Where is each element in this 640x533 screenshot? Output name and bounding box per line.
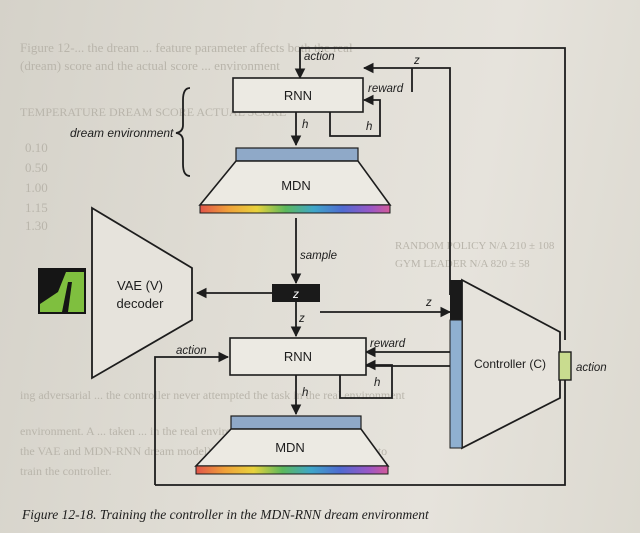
bg-row4: 1.15 <box>25 200 48 215</box>
bg-table-header: TEMPERATURE DREAM SCORE ACTUAL SCORE <box>20 105 287 119</box>
vae-label: VAE (V) <box>117 278 163 293</box>
connector-action-top <box>294 47 566 340</box>
action-output-box <box>558 351 572 381</box>
bg-row1: 0.10 <box>25 140 48 155</box>
mdn-top-block <box>198 147 392 214</box>
connector-action-left <box>154 351 230 485</box>
dream-env-brace <box>175 87 191 177</box>
bg-row3: 1.00 <box>25 180 48 195</box>
controller-block <box>449 278 561 450</box>
mdn-bottom-block <box>194 415 390 475</box>
rnn-bottom-box <box>229 337 367 376</box>
controller-label: Controller (C) <box>474 357 546 371</box>
bg-para: ing adversarial ... the controller never… <box>20 388 405 402</box>
mdn-bottom-label: MDN <box>275 440 305 455</box>
z-lower-label: z <box>298 313 305 325</box>
rnn-top-label: RNN <box>284 88 312 103</box>
bg-text-line1: Figure 12-... the dream ... feature para… <box>20 40 353 55</box>
mdn-top-label: MDN <box>281 178 311 193</box>
connector-bottom-loop <box>155 380 566 486</box>
sample-label: sample <box>300 250 337 262</box>
rnn-bottom-label: RNN <box>284 349 312 364</box>
vae-sub-label: decoder <box>117 296 165 311</box>
connector-h-top-right <box>329 94 381 137</box>
bg-row2: 0.50 <box>25 160 48 175</box>
h-top-left-label: h <box>302 119 308 131</box>
rnn-top-box <box>232 77 364 113</box>
bg-para4: train the controller. <box>20 464 112 478</box>
reward-bottom-label: reward <box>370 338 406 350</box>
figure-caption: Figure 12-18. Training the controller in… <box>22 507 429 522</box>
bg-row5: 1.30 <box>25 218 48 233</box>
connector-z-top <box>362 62 451 295</box>
h-top-right-label: h <box>366 121 372 133</box>
h-bottom-right-label: h <box>374 377 380 389</box>
action-top-label: action <box>304 51 335 63</box>
z-box-label: z <box>292 287 299 301</box>
action-left-label: action <box>176 345 207 357</box>
bg-gym: GYM LEADER N/A 820 ± 58 <box>395 258 530 270</box>
h-bottom-left-label: h <box>302 387 308 399</box>
z-mid-label: z <box>425 297 432 309</box>
vae-decoder-shape <box>91 206 193 380</box>
z-sample-box <box>272 284 320 302</box>
dream-environment-label: dream environment <box>70 126 174 140</box>
connector-h-bottom-right <box>339 359 393 399</box>
action-right-label: action <box>576 362 607 374</box>
bg-random: RANDOM POLICY N/A 210 ± 108 <box>395 240 555 252</box>
bg-text-line2: (dream) score and the actual score ... e… <box>20 58 280 73</box>
reward-top-label: reward <box>368 83 404 95</box>
z-top-label: z <box>413 55 420 67</box>
game-frame-icon <box>38 268 86 314</box>
